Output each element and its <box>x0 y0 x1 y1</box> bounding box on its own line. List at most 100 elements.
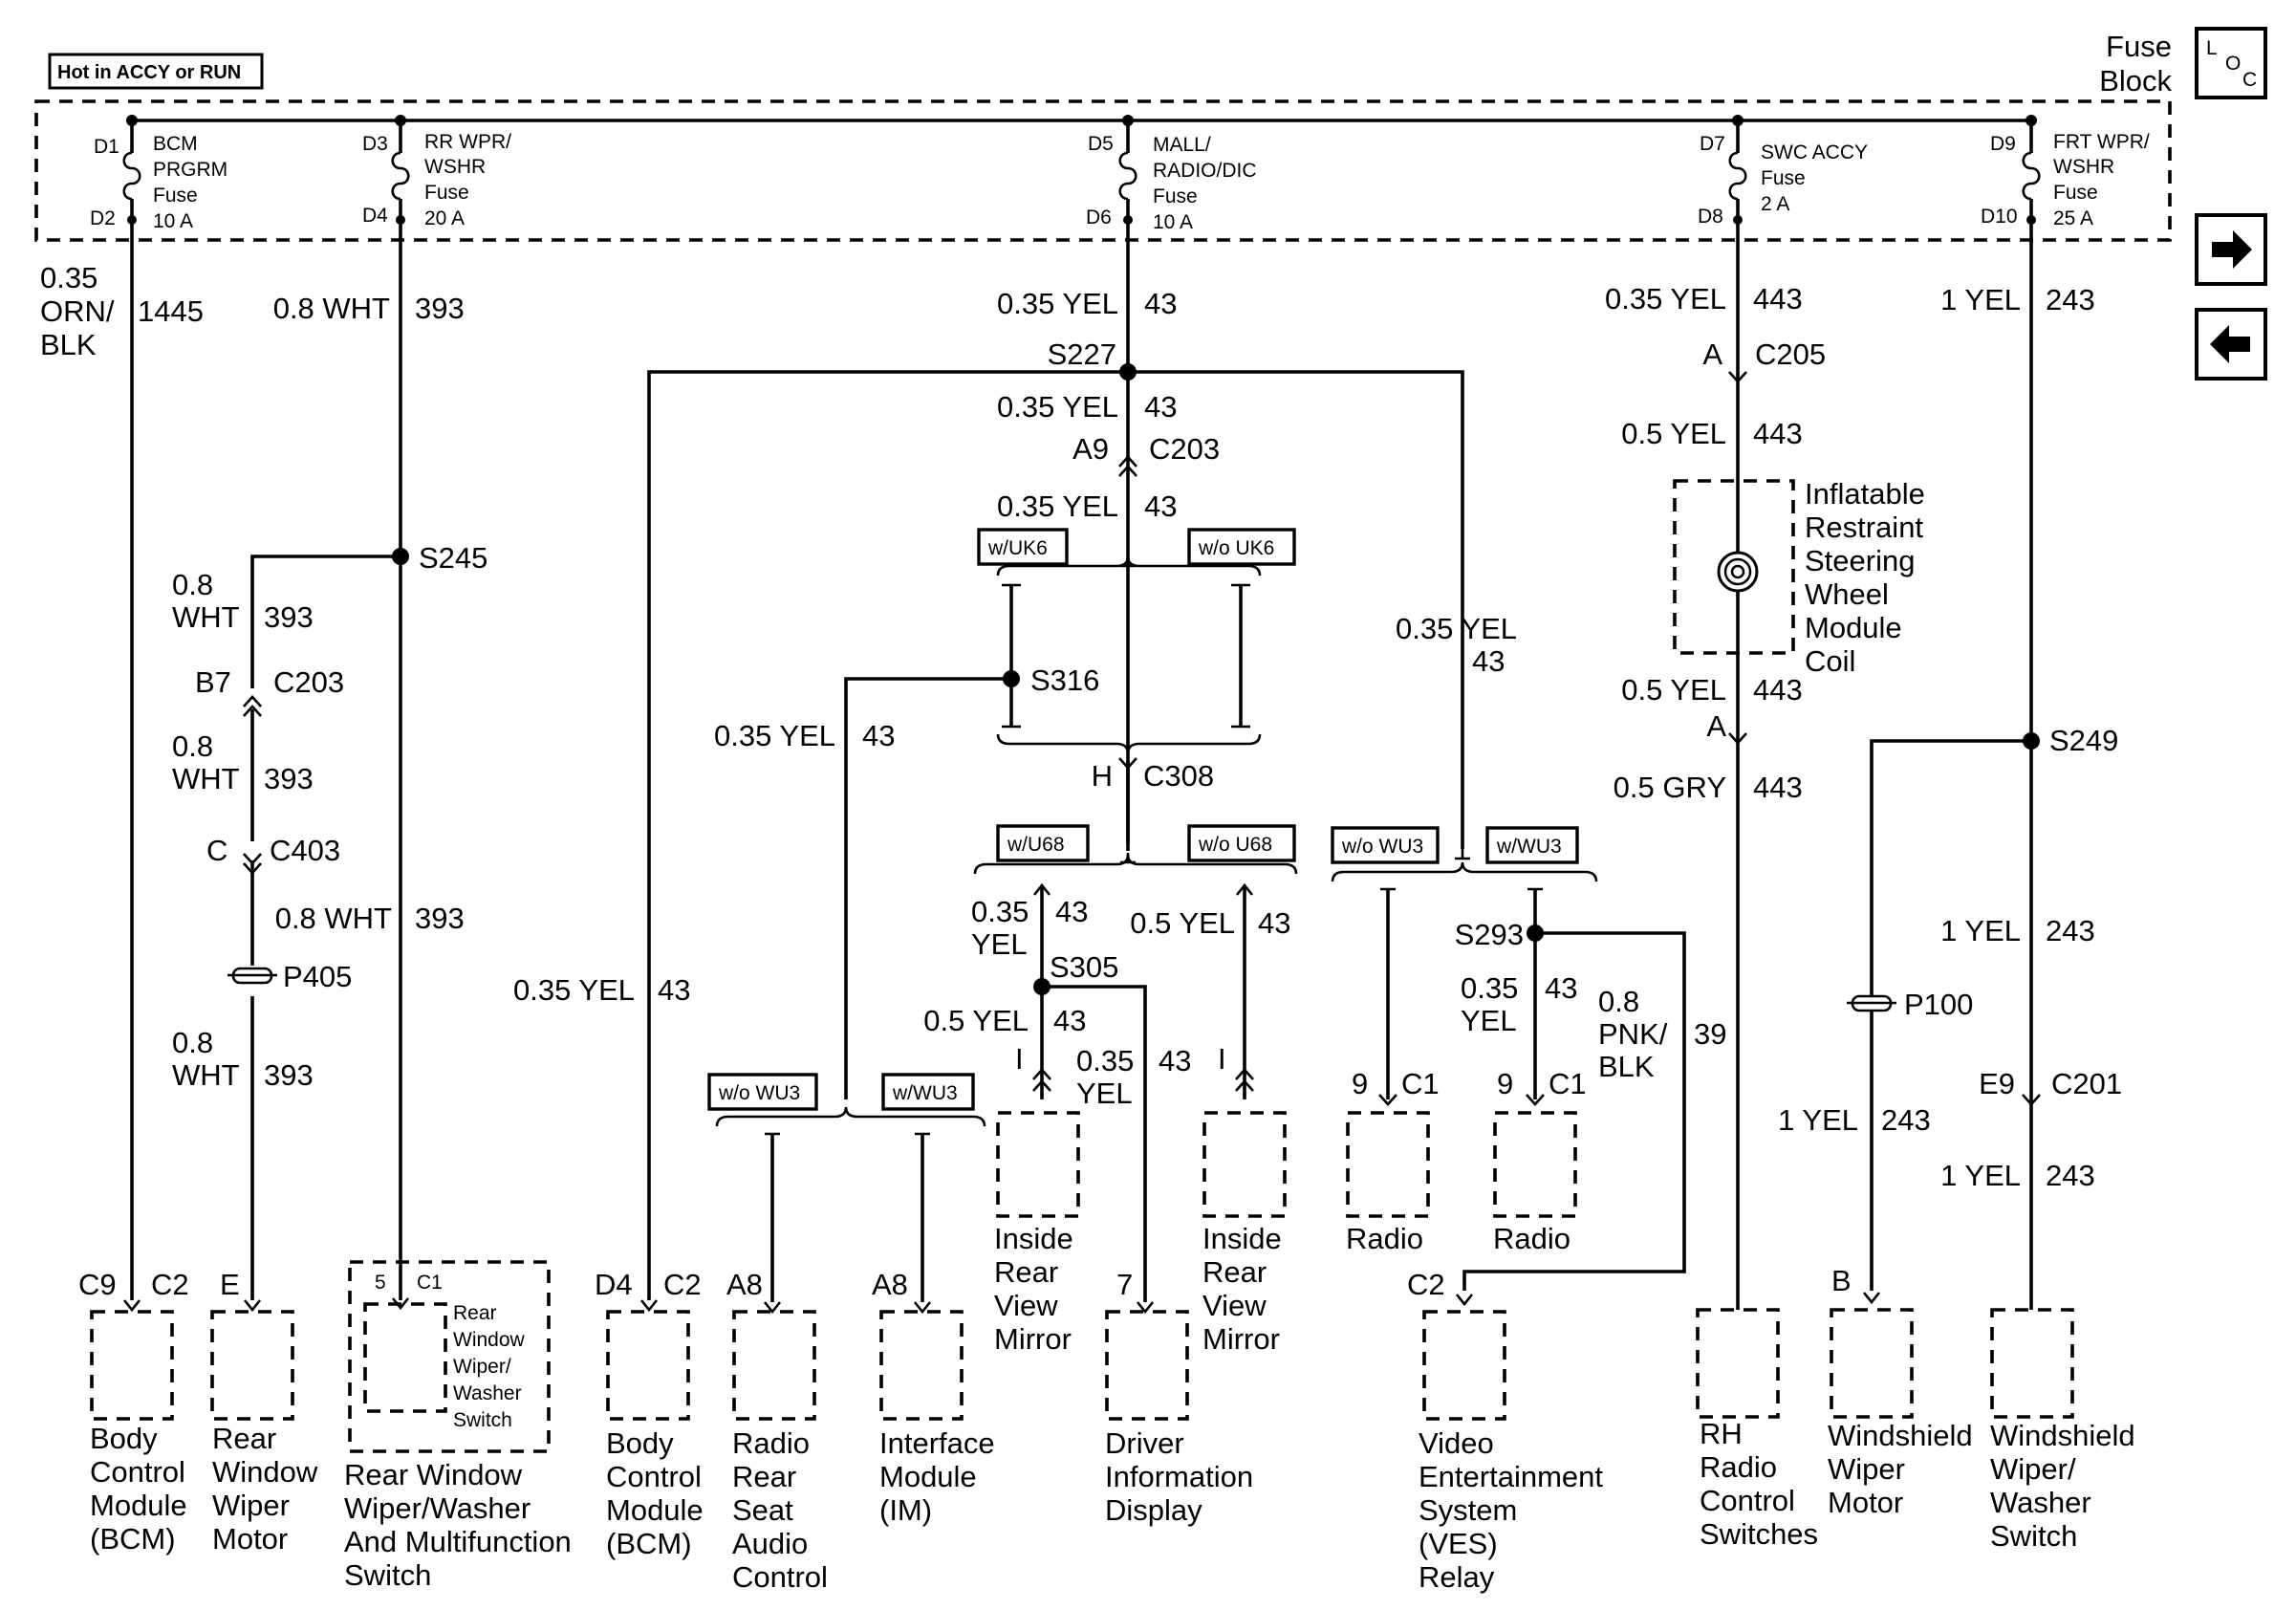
svg-text:43: 43 <box>1055 895 1088 928</box>
svg-text:Body: Body <box>606 1426 674 1460</box>
option-wowu3-right: w/o WU3 <box>1331 826 1440 864</box>
fuse-rr-wpr-wshr: D3 D4 RR WPR/ WSHR Fuse 20 A <box>362 115 511 1300</box>
svg-text:BCM: BCM <box>153 133 198 155</box>
svg-text:43: 43 <box>1159 1044 1191 1077</box>
svg-text:Module: Module <box>606 1493 704 1527</box>
svg-text:2 A: 2 A <box>1761 193 1789 215</box>
svg-text:Wiper: Wiper <box>1828 1452 1905 1486</box>
fuse-block-label-2: Block <box>2099 64 2172 98</box>
svg-text:Wiper/: Wiper/ <box>1990 1452 2076 1486</box>
svg-text:A8: A8 <box>872 1268 908 1301</box>
svg-text:WHT: WHT <box>172 762 240 795</box>
svg-text:0.8: 0.8 <box>172 568 213 601</box>
svg-text:Radio: Radio <box>732 1426 810 1460</box>
svg-text:BLK: BLK <box>1598 1050 1655 1083</box>
component-windshield-wiper-switch: Windshield Wiper/ Washer Switch <box>1990 1308 2135 1553</box>
svg-text:C205: C205 <box>1755 337 1826 371</box>
svg-text:0.8 WHT: 0.8 WHT <box>275 902 392 935</box>
arrow-left-icon[interactable] <box>2195 308 2267 381</box>
svg-text:C201: C201 <box>2051 1067 2122 1100</box>
svg-text:D5: D5 <box>1088 133 1114 155</box>
svg-text:C: C <box>2242 69 2257 91</box>
svg-text:Fuse: Fuse <box>1153 185 1198 207</box>
svg-text:1 YEL: 1 YEL <box>1778 1103 1858 1137</box>
svg-text:A: A <box>1706 709 1726 743</box>
svg-text:D1: D1 <box>94 136 119 158</box>
svg-text:Wiper: Wiper <box>212 1489 290 1522</box>
svg-text:A8: A8 <box>726 1268 763 1301</box>
svg-text:Fuse: Fuse <box>153 185 198 207</box>
svg-text:Display: Display <box>1105 1493 1202 1527</box>
component-interface-module: A8 Interface Module (IM) <box>872 1268 995 1527</box>
svg-text:Rear: Rear <box>994 1255 1058 1289</box>
component-radio-rear-seat: A8 Radio Rear Seat Audio Control <box>726 1268 828 1594</box>
svg-text:0.35 YEL: 0.35 YEL <box>1396 612 1517 645</box>
svg-text:443: 443 <box>1753 282 1803 315</box>
svg-text:Rear: Rear <box>1202 1255 1267 1289</box>
svg-text:0.5 YEL: 0.5 YEL <box>1621 673 1726 707</box>
svg-text:0.35 YEL: 0.35 YEL <box>1605 282 1726 315</box>
svg-text:43: 43 <box>1144 287 1177 320</box>
svg-text:Inside: Inside <box>994 1222 1073 1255</box>
svg-text:Washer: Washer <box>453 1382 522 1404</box>
svg-text:S305: S305 <box>1050 950 1118 984</box>
svg-text:Mirror: Mirror <box>1202 1322 1280 1356</box>
fuse-frt-wpr-wshr: D9 D10 FRT WPR/ WSHR Fuse 25 A <box>1981 115 2150 1310</box>
circuit-393: 0.8 WHT 393 S245 0.8 WHT 393 B7 C203 0.8… <box>172 292 487 1300</box>
location-icon[interactable]: L O C <box>2195 27 2267 99</box>
svg-text:Rear: Rear <box>212 1422 276 1455</box>
svg-text:I: I <box>1015 1042 1024 1076</box>
clockspring-coil-icon <box>1717 551 1759 593</box>
option-wou68: w/o U68 <box>1187 824 1296 862</box>
svg-text:43: 43 <box>658 973 690 1007</box>
svg-text:0.35: 0.35 <box>971 895 1029 928</box>
arrow-right-icon[interactable] <box>2195 213 2267 286</box>
svg-text:43: 43 <box>1258 906 1290 940</box>
svg-text:43: 43 <box>1545 971 1577 1005</box>
svg-text:Coil: Coil <box>1805 644 1855 678</box>
svg-text:RADIO/DIC: RADIO/DIC <box>1153 160 1257 182</box>
svg-text:WSHR: WSHR <box>2053 156 2114 178</box>
svg-text:(BCM): (BCM) <box>606 1527 692 1560</box>
svg-text:393: 393 <box>264 762 314 795</box>
component-radio-2: Radio <box>1493 1111 1577 1255</box>
svg-text:Module: Module <box>879 1460 977 1493</box>
svg-text:P405: P405 <box>283 960 352 993</box>
svg-text:O: O <box>2225 53 2241 75</box>
svg-text:(IM): (IM) <box>879 1493 932 1527</box>
svg-text:D4: D4 <box>595 1268 633 1301</box>
svg-text:43: 43 <box>1053 1004 1086 1037</box>
svg-text:0.35 YEL: 0.35 YEL <box>997 490 1118 523</box>
svg-text:System: System <box>1419 1493 1517 1527</box>
svg-text:Inside: Inside <box>1202 1222 1282 1255</box>
svg-text:Radio: Radio <box>1700 1450 1777 1484</box>
svg-text:D10: D10 <box>1981 206 2018 228</box>
svg-text:BLK: BLK <box>40 328 97 361</box>
svg-text:Windshield: Windshield <box>1990 1419 2135 1452</box>
svg-text:View: View <box>1202 1289 1267 1322</box>
svg-text:43: 43 <box>1144 490 1177 523</box>
fuse-block-label: Fuse <box>2106 30 2172 63</box>
svg-text:243: 243 <box>2046 1159 2095 1192</box>
svg-text:Wheel: Wheel <box>1805 577 1889 611</box>
svg-text:D6: D6 <box>1086 207 1112 228</box>
svg-text:RH: RH <box>1700 1417 1743 1450</box>
svg-text:443: 443 <box>1753 673 1803 707</box>
svg-text:YEL: YEL <box>971 927 1028 961</box>
svg-text:0.5 YEL: 0.5 YEL <box>1130 906 1235 940</box>
svg-text:(BCM): (BCM) <box>90 1522 176 1556</box>
svg-text:Information: Information <box>1105 1460 1253 1493</box>
component-rear-window-switch: 5 C1 Rear Window Wiper/ Washer Switch Re… <box>344 1260 572 1592</box>
svg-text:Body: Body <box>90 1422 158 1455</box>
svg-text:10 A: 10 A <box>1153 211 1193 233</box>
svg-text:And Multifunction: And Multifunction <box>344 1525 572 1558</box>
option-wuk6: w/UK6 <box>977 528 1069 566</box>
svg-text:S249: S249 <box>2049 724 2118 757</box>
svg-text:39: 39 <box>1694 1017 1726 1051</box>
component-rear-wiper-motor: E Rear Window Wiper Motor <box>210 1268 318 1556</box>
svg-text:20 A: 20 A <box>424 207 465 229</box>
svg-text:43: 43 <box>1472 644 1505 678</box>
svg-text:D3: D3 <box>362 133 388 155</box>
svg-text:B7: B7 <box>195 665 231 699</box>
svg-text:5: 5 <box>375 1272 386 1294</box>
